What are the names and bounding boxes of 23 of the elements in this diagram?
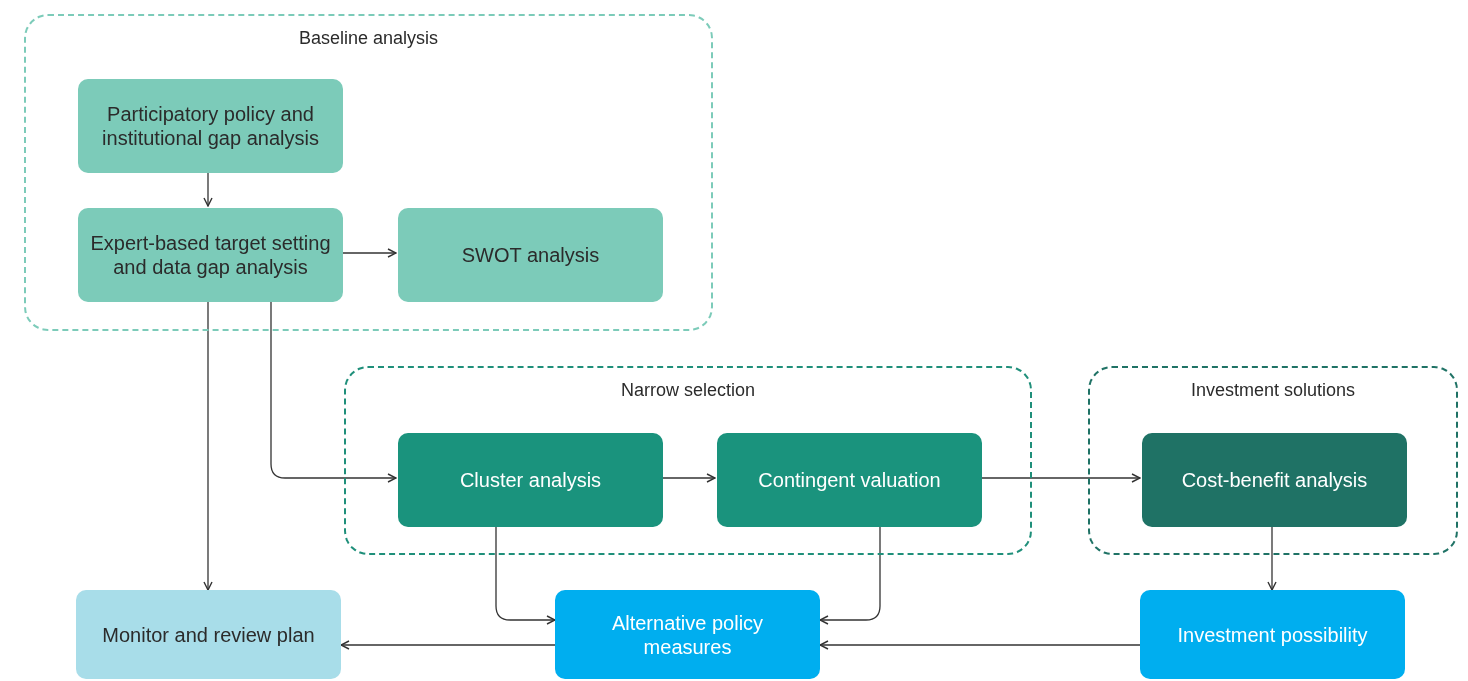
arrow xyxy=(203,299,213,591)
group-heading: Investment solutions xyxy=(1190,380,1356,401)
process-box: Participatory policy and institutional gap analysis xyxy=(78,79,343,173)
arrow xyxy=(819,640,1141,650)
group-frame xyxy=(24,14,713,331)
group-frame xyxy=(1088,366,1458,555)
group-heading: Narrow selection xyxy=(620,380,756,401)
arrow xyxy=(495,524,556,625)
process-box: Expert-based target setting and data gap analysis xyxy=(78,208,343,302)
arrow xyxy=(203,170,213,207)
process-box: Cluster analysis xyxy=(398,433,663,527)
arrow xyxy=(819,524,881,625)
arrow xyxy=(340,640,556,650)
process-box: Monitor and review plan xyxy=(76,590,341,679)
process-box: Investment possibility xyxy=(1140,590,1405,679)
process-box: Alternative policy measures xyxy=(555,590,820,679)
process-box: Cost-benefit analysis xyxy=(1142,433,1407,527)
arrow xyxy=(270,299,397,483)
arrow xyxy=(1267,524,1277,591)
group-frame xyxy=(344,366,1032,555)
process-box: Contingent valuation xyxy=(717,433,982,527)
process-box: SWOT analysis xyxy=(398,208,663,302)
group-heading: Baseline analysis xyxy=(298,28,439,49)
